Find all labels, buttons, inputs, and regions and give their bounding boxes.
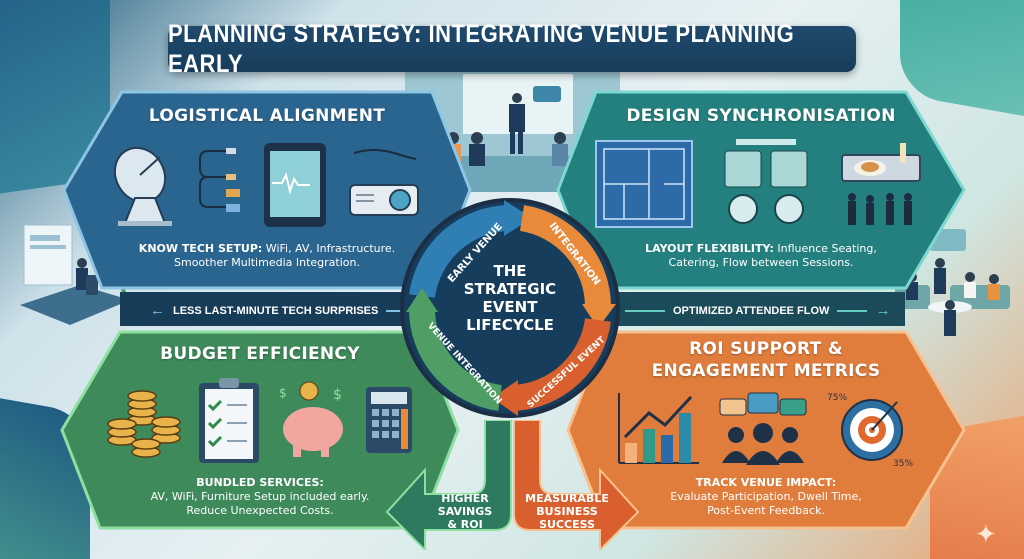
flow-label-right: OPTIMIZED ATTENDEE FLOW → [625, 302, 890, 319]
desc-text: Reduce Unexpected Costs. [186, 504, 334, 517]
right-flow-band [615, 292, 905, 326]
desc-bold: KNOW TECH SETUP: [138, 242, 263, 255]
checklist-icon [199, 377, 260, 463]
cables-icon [199, 148, 240, 212]
panel-design-synchronisation: DESIGN SYNCHRONISATION LAYOUT FLEXIBILIT… [556, 90, 966, 290]
svg-text:$: $ [279, 386, 287, 400]
arrow-right-icon: → [875, 302, 891, 319]
title-line: LIFECYCLE [466, 316, 554, 334]
panel-title: ROI SUPPORT & ENGAGEMENT METRICS [566, 338, 966, 382]
svg-text:$: $ [333, 387, 342, 403]
label-line: BUSINESS [536, 505, 598, 518]
desc-bold: LAYOUT FLEXIBILITY: [645, 242, 774, 255]
measurable-success-arrow [513, 420, 640, 550]
title-line: ENGAGEMENT METRICS [651, 361, 881, 381]
flow-right-text: OPTIMIZED ATTENDEE FLOW [673, 304, 830, 317]
desc-bold: TRACK VENUE IMPACT: [695, 476, 837, 489]
label-line: SUCCESS [539, 518, 595, 531]
arrow-integration [519, 205, 611, 307]
left-flow-band [120, 292, 410, 326]
target-icon: 75% 35% [827, 393, 913, 468]
panel-title: BUDGET EFFICIENCY [160, 344, 360, 364]
arrow-venue-integration [408, 307, 503, 411]
growth-chart-icon [618, 392, 700, 464]
flow-label-left: ← LESS LAST-MINUTE TECH SURPRISES [150, 302, 409, 319]
satellite-dish-icon [113, 146, 172, 226]
seating-icon [724, 138, 808, 224]
higher-savings-arrow [385, 420, 512, 550]
floor-plan-icon [595, 140, 694, 228]
label-line: SAVINGS [437, 505, 493, 518]
title-line: STRATEGIC [463, 280, 557, 298]
label-line: & ROI [447, 518, 483, 531]
arrow-early-venue [409, 205, 511, 299]
networking-lounge-illustration [895, 229, 1010, 336]
panel-description: BUNDLED SERVICES: AV, WiFi, Furniture Se… [60, 476, 460, 518]
title-text: PLANNING STRATEGY: INTEGRATING VENUE PLA… [168, 19, 795, 78]
lifecycle-title: THE STRATEGIC EVENT LIFECYCLE [452, 262, 568, 334]
line-decor [386, 309, 409, 312]
line-decor [837, 309, 868, 312]
desc-text: AV, WiFi, Furniture Setup included early… [150, 490, 370, 503]
panel-title: DESIGN SYNCHRONISATION [626, 106, 896, 126]
audience-feedback-icon [719, 392, 807, 465]
flow-left-text: LESS LAST-MINUTE TECH SURPRISES [173, 304, 379, 317]
tablet-icon [264, 143, 326, 227]
panel-title: LOGISTICAL ALIGNMENT [148, 106, 386, 126]
label-line: MEASURABLE [525, 492, 609, 505]
desc-text: Post-Event Feedback. [707, 504, 825, 517]
panel-logistical-alignment: LOGISTICAL ALIGNMENT KNOW TECH SETUP: Wi… [62, 90, 472, 290]
title-line: THE [493, 262, 527, 280]
catering-and-networking-icon [840, 142, 921, 225]
calculator-icon [366, 386, 413, 453]
desc-text: Catering, Flow between Sessions. [668, 256, 854, 269]
projector-icon [349, 149, 419, 216]
line-decor [625, 309, 665, 312]
panel-description: LAYOUT FLEXIBILITY: Influence Seating, C… [556, 242, 966, 270]
label-line: HIGHER [441, 492, 489, 505]
coins-icon [107, 389, 181, 458]
lifecycle-cycle-diagram: EARLY VENUE INTEGRATION SUCCESSFUL EVENT… [400, 198, 620, 418]
title-line: ROI SUPPORT & [689, 339, 843, 359]
desc-text: Smoother Multimedia Integration. [174, 256, 360, 269]
desc-bold: BUNDLED SERVICES: [196, 476, 324, 489]
higher-savings-label: HIGHER SAVINGS & ROI [425, 492, 505, 531]
arrow-left-icon: ← [150, 302, 165, 319]
target-label-top: 75% [827, 393, 847, 403]
sparkle-icon: ✦ [975, 520, 997, 550]
title-line: EVENT [482, 298, 538, 316]
target-label-bottom: 35% [893, 459, 913, 468]
desc-text: WiFi, AV, Infrastructure. [262, 242, 396, 255]
speaker-podium-illustration [20, 224, 130, 325]
piggy-bank-icon: $ $ [279, 381, 343, 457]
desc-text: Influence Seating, [773, 242, 877, 255]
panel-description: TRACK VENUE IMPACT: Evaluate Participati… [566, 476, 966, 518]
panel-budget-efficiency: BUDGET EFFICIENCY $ $ [60, 330, 460, 530]
arrow-successful-event [512, 317, 611, 411]
panel-description: KNOW TECH SETUP: WiFi, AV, Infrastructur… [62, 242, 472, 270]
measurable-success-label: MEASURABLE BUSINESS SUCCESS [522, 492, 612, 531]
panel-roi-engagement: ROI SUPPORT & ENGAGEMENT METRICS 75% 35% [566, 330, 966, 530]
desc-text: Evaluate Participation, Dwell Time, [670, 490, 862, 503]
page-title: PLANNING STRATEGY: INTEGRATING VENUE PLA… [168, 19, 856, 78]
